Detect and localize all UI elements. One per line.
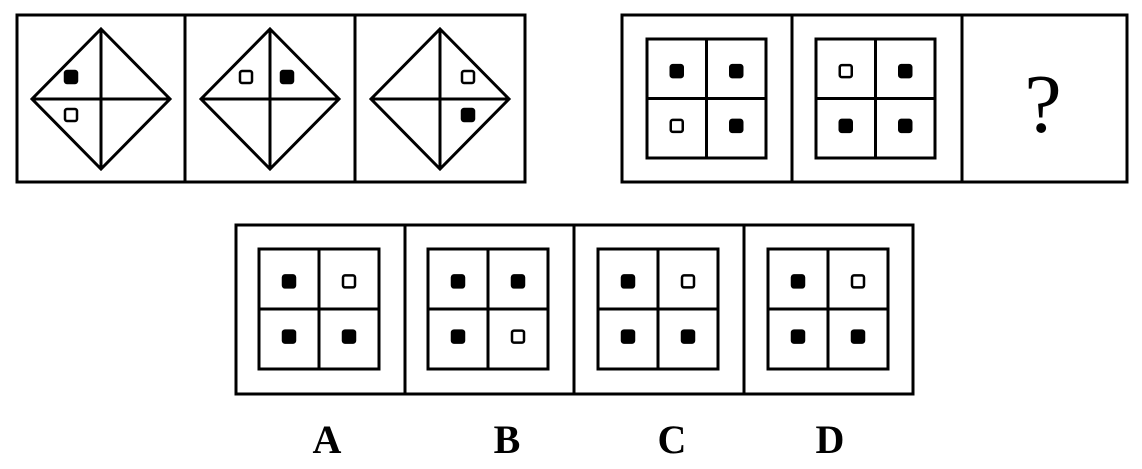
seq1-p2-dot-1	[238, 69, 254, 85]
seq2-grid-1	[645, 37, 768, 160]
filled-square-bottom-right	[850, 329, 866, 344]
sequence-2-strip: ?	[620, 13, 1129, 184]
seq1-p2-dot-2	[279, 69, 295, 85]
seq2-grid-2	[814, 37, 937, 160]
sequence-1-panel-1	[29, 26, 173, 172]
hollow-square-left-top	[238, 69, 254, 85]
filled-square-top-left	[281, 274, 297, 289]
filled-square-right-top	[279, 69, 295, 85]
option-b-grid	[426, 247, 550, 371]
filled-square-right-bottom	[460, 107, 476, 123]
option-a-label[interactable]: A	[312, 417, 342, 462]
option-d-label[interactable]: D	[815, 417, 845, 462]
filled-square-bottom-left	[790, 329, 806, 344]
hollow-square-bottom-right	[510, 329, 526, 344]
option-a-panel[interactable]	[257, 247, 381, 371]
hollow-square-right-top	[460, 69, 476, 85]
options-strip	[234, 223, 915, 396]
hollow-square-bottom-left	[669, 118, 684, 134]
sequence-2-panel-unknown: ?	[1024, 58, 1061, 151]
filled-square-bottom-right	[341, 329, 357, 344]
sequence-1-panel-2	[198, 26, 342, 172]
filled-square-top-left	[790, 274, 806, 289]
filled-square-bottom-left	[838, 118, 853, 134]
seq1-p1-dot-2	[63, 107, 79, 123]
hollow-square-top-left	[838, 63, 853, 79]
filled-square-bottom-right	[729, 118, 744, 134]
filled-square-top-right	[729, 63, 744, 79]
question-mark: ?	[1024, 58, 1061, 151]
sequence-2-panel-2	[814, 37, 937, 160]
option-a-grid	[257, 247, 381, 371]
seq1-p3-dot-2	[460, 107, 476, 123]
option-d-panel[interactable]	[766, 247, 890, 371]
option-c-label[interactable]: C	[657, 417, 687, 462]
sequence-2-panel-1	[645, 37, 768, 160]
hollow-square-left-bottom	[63, 107, 79, 123]
option-c-panel[interactable]	[596, 247, 720, 371]
filled-square-bottom-right	[898, 118, 913, 134]
seq1-p1-dot-1	[63, 69, 79, 85]
filled-square-bottom-left	[281, 329, 297, 344]
filled-square-top-right	[898, 63, 913, 79]
filled-square-bottom-left	[620, 329, 636, 344]
option-c-grid	[596, 247, 720, 371]
filled-square-top-left	[620, 274, 636, 289]
filled-square-bottom-left	[450, 329, 466, 344]
filled-square-left-top	[63, 69, 79, 85]
seq1-p3-dot-1	[460, 69, 476, 85]
hollow-square-top-right	[341, 274, 357, 289]
filled-square-top-left	[669, 63, 684, 79]
sequence-1-frame	[15, 13, 527, 184]
filled-square-bottom-right	[680, 329, 696, 344]
filled-square-top-left	[450, 274, 466, 289]
hollow-square-top-right	[680, 274, 696, 289]
filled-square-top-right	[510, 274, 526, 289]
sequence-2-frame	[620, 13, 1129, 184]
option-b-panel[interactable]	[426, 247, 550, 371]
option-d-grid	[766, 247, 890, 371]
hollow-square-top-right	[850, 274, 866, 289]
option-b-label[interactable]: B	[493, 417, 521, 462]
sequence-1-panel-3	[368, 26, 512, 172]
sequence-1-strip	[15, 13, 527, 184]
